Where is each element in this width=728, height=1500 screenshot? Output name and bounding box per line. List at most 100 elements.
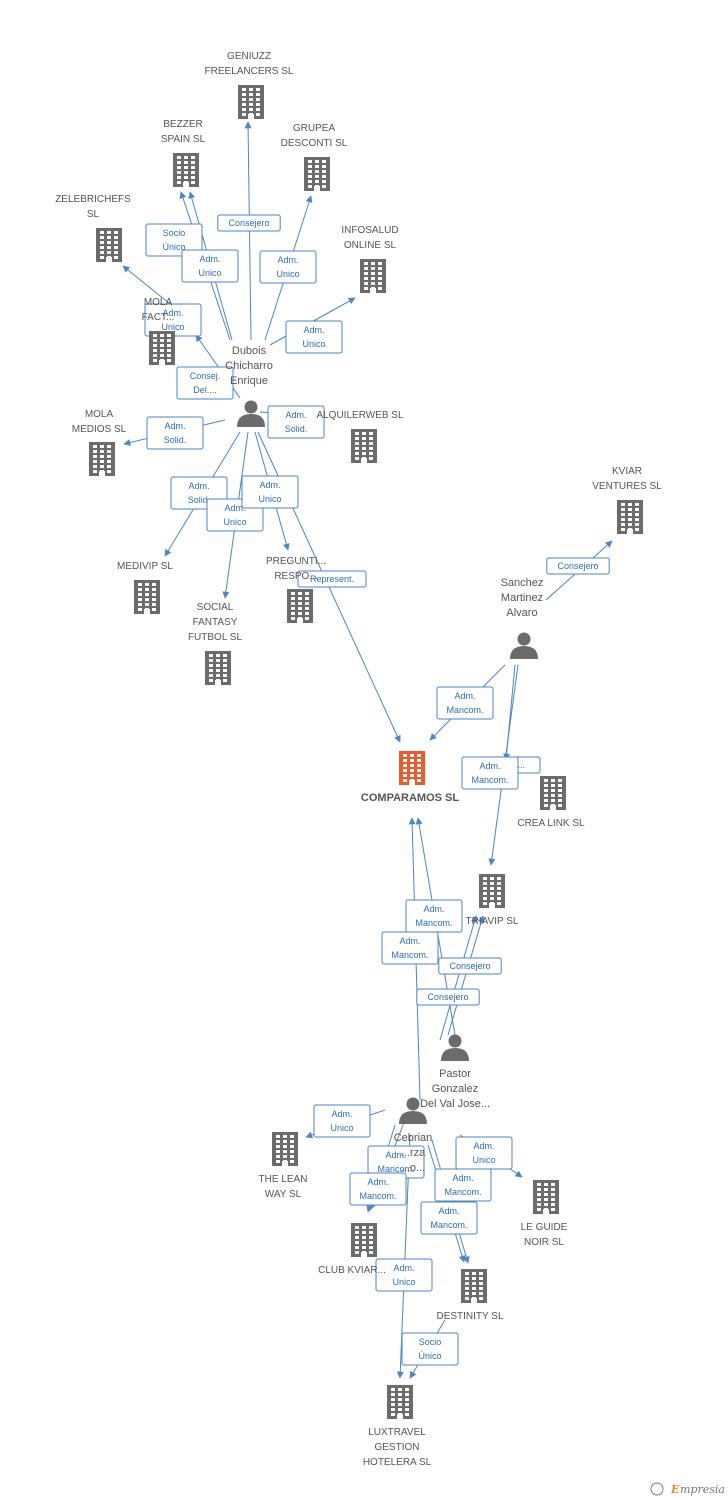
building-icon-socialfantasy[interactable]: SOCIAL FANTASY FUTBOL SL (205, 651, 231, 685)
edge-label-box (297, 570, 367, 588)
edge-label-text: Consejero (427, 992, 468, 1002)
building-icon-preguntis[interactable]: PREGUNTI... RESPO... (287, 589, 313, 623)
edge-labels: ConsejeroSocioÚnicoAdm.UnicoAdm.UnicoAdm… (144, 214, 610, 1366)
edge-label-20[interactable]: Consejero (416, 988, 480, 1006)
edge-label-box (381, 931, 439, 965)
company-label: BEZZER (163, 119, 202, 130)
edge-label-text: Adm. (331, 1109, 352, 1119)
person-label: Alvaro (506, 607, 537, 619)
company-label: THE LEAN (259, 1174, 308, 1185)
edge-label-11[interactable]: Adm.Unico (241, 475, 299, 509)
company-label: SL (87, 209, 100, 220)
edge-label-0[interactable]: Consejero (217, 214, 281, 232)
edge-label-2[interactable]: Adm.Unico (181, 249, 239, 283)
edge-label-text: Único (162, 242, 185, 252)
building-icon-clubkviar[interactable]: CLUB KVIAR... (351, 1223, 377, 1257)
building-icon-infosalud[interactable]: INFOSALUD ONLINE SL (360, 259, 386, 293)
person-icon-dubois[interactable]: Dubois Chicharro Enrique (237, 400, 265, 428)
edge-label-26[interactable]: Adm.Mancom. (420, 1201, 478, 1235)
person-icon-sanchez[interactable]: Sanchez Martinez Alvaro (510, 632, 538, 660)
edge-label-text: Unico (161, 322, 184, 332)
building-icon-bezzer[interactable]: BEZZER SPAIN SL (173, 153, 199, 187)
company-label: KVIAR (612, 466, 642, 477)
person-label: Martinez (501, 592, 543, 604)
person-icon-pastor[interactable]: Pastor Gonzalez Del Val Jose... (441, 1034, 469, 1062)
edge-label-text: Consejero (557, 561, 598, 571)
edge-label-text: Adm. (277, 255, 298, 265)
edge-label-22[interactable]: Adm. Mancom. (367, 1145, 425, 1179)
edge-label-27[interactable]: Adm.Unico (375, 1258, 433, 1292)
company-label: SPAIN SL (161, 134, 206, 145)
edge-label-21[interactable]: Adm.Unico (313, 1104, 371, 1138)
person-label: Sanchez (501, 577, 544, 589)
person-icon-cebrian[interactable]: Cebrian ...rza ...o... (399, 1097, 427, 1125)
building-icon-geniuzz[interactable]: GENIUZZ FREELANCERS SL (238, 85, 264, 119)
edge-label-text: Represent. (310, 574, 354, 584)
edge-label-8[interactable]: Adm.Solid. (267, 405, 325, 439)
edge-label-text: Único (418, 1351, 441, 1361)
edge-label-23[interactable]: Adm.Mancom. (349, 1172, 407, 1206)
building-icon-medivip[interactable]: MEDIVIP SL (134, 580, 160, 614)
company-label: CREA LINK SL (517, 818, 585, 829)
edge-label-box (313, 1104, 371, 1138)
edge-label-box (259, 250, 317, 284)
edge-label-text: Adm. (385, 1150, 406, 1160)
building-icon-molamedios[interactable]: MOLA MEDIOS SL (89, 442, 115, 476)
edge-label-text: Mancom. (377, 1164, 414, 1174)
edge-label-text: Adm. (285, 410, 306, 420)
building-icon-theleanway[interactable]: THE LEAN WAY SL (272, 1132, 298, 1166)
edge-label-14[interactable]: Adm.Mancom. (436, 686, 494, 720)
company-label: INFOSALUD (341, 225, 398, 236)
edge-label-text: Mancom. (430, 1220, 467, 1230)
edge-label-24[interactable]: Adm.Unico (455, 1136, 513, 1170)
edge-label-text: Adm. (188, 481, 209, 491)
brand-initial: E (670, 1483, 680, 1496)
edge-label-13[interactable]: Consejero (546, 557, 610, 575)
building-icon-zelebrichefs[interactable]: ZELEBRICHEFS SL (96, 228, 122, 262)
company-label: FACT... (142, 312, 175, 323)
building-icon-molafact[interactable]: MOLA FACT... (149, 331, 175, 365)
edge-label-17[interactable]: Adm.Mancom. (405, 899, 463, 933)
building-icon-leguidenoir[interactable]: LE GUIDE NOIR SL (533, 1180, 559, 1214)
building-icon-destinity[interactable]: DESTINITY SL (461, 1269, 487, 1303)
edge-label-box (420, 1201, 478, 1235)
edge-label-box (401, 1332, 459, 1366)
company-label: GENIUZZ (227, 51, 271, 62)
edge-label-text: Adm. (473, 1141, 494, 1151)
person-nodes: Dubois Chicharro EnriqueDuboisChicharroE… (225, 345, 543, 1174)
company-label: HOTELERA SL (363, 1457, 432, 1468)
edge-label-12[interactable]: Represent. (297, 570, 367, 588)
building-icon-alquilerweb[interactable]: ALQUILERWEB SL (351, 429, 377, 463)
person-label: Chicharro (225, 360, 273, 372)
edge-label-box (349, 1172, 407, 1206)
person-label: ...rza (401, 1147, 426, 1159)
edge-label-4[interactable]: Adm.Unico (285, 320, 343, 354)
building-icon-grupea[interactable]: GRUPEA DESCONTI SL (304, 157, 330, 191)
company-label: RESPO... (274, 571, 317, 582)
company-label: ONLINE SL (344, 240, 397, 251)
empresia-logo: © E mpresia (650, 1482, 725, 1496)
edge-label-7[interactable]: Adm.Solid. (146, 416, 204, 450)
edge-label-text: Del.... (193, 385, 217, 395)
edge-label-3[interactable]: Adm.Unico (259, 250, 317, 284)
edge-label-box (285, 320, 343, 354)
edge-label-19[interactable]: Consejero (438, 957, 502, 975)
building-icon-comparamos[interactable]: COMPARAMOS SL (399, 751, 425, 785)
company-label: MEDIVIP SL (117, 561, 173, 572)
edge-label-box (217, 214, 281, 232)
edge-label-16[interactable]: Adm.Mancom. (461, 756, 519, 790)
company-label: PREGUNTI... (266, 556, 326, 567)
building-icon-luxtravel[interactable]: LUXTRAVEL GESTION HOTELERA SL (387, 1385, 413, 1419)
edge-label-18[interactable]: Adm.Mancom. (381, 931, 439, 965)
edge-label-6[interactable]: Consej.Del.... (176, 366, 234, 400)
edge-label-box (181, 249, 239, 283)
building-icon-crealink[interactable]: CREA LINK SL (540, 776, 566, 810)
edge-label-25[interactable]: Adm.Mancom. (434, 1168, 492, 1202)
company-label: ZELEBRICHEFS (55, 194, 131, 205)
building-icon-kviarventures[interactable]: KVIAR VENTURES SL (617, 500, 643, 534)
building-icon-triavip[interactable]: TRIAVIP SL (479, 874, 505, 908)
company-label: MOLA (85, 409, 114, 420)
edge-label-5[interactable]: Adm.Unico (144, 303, 202, 337)
